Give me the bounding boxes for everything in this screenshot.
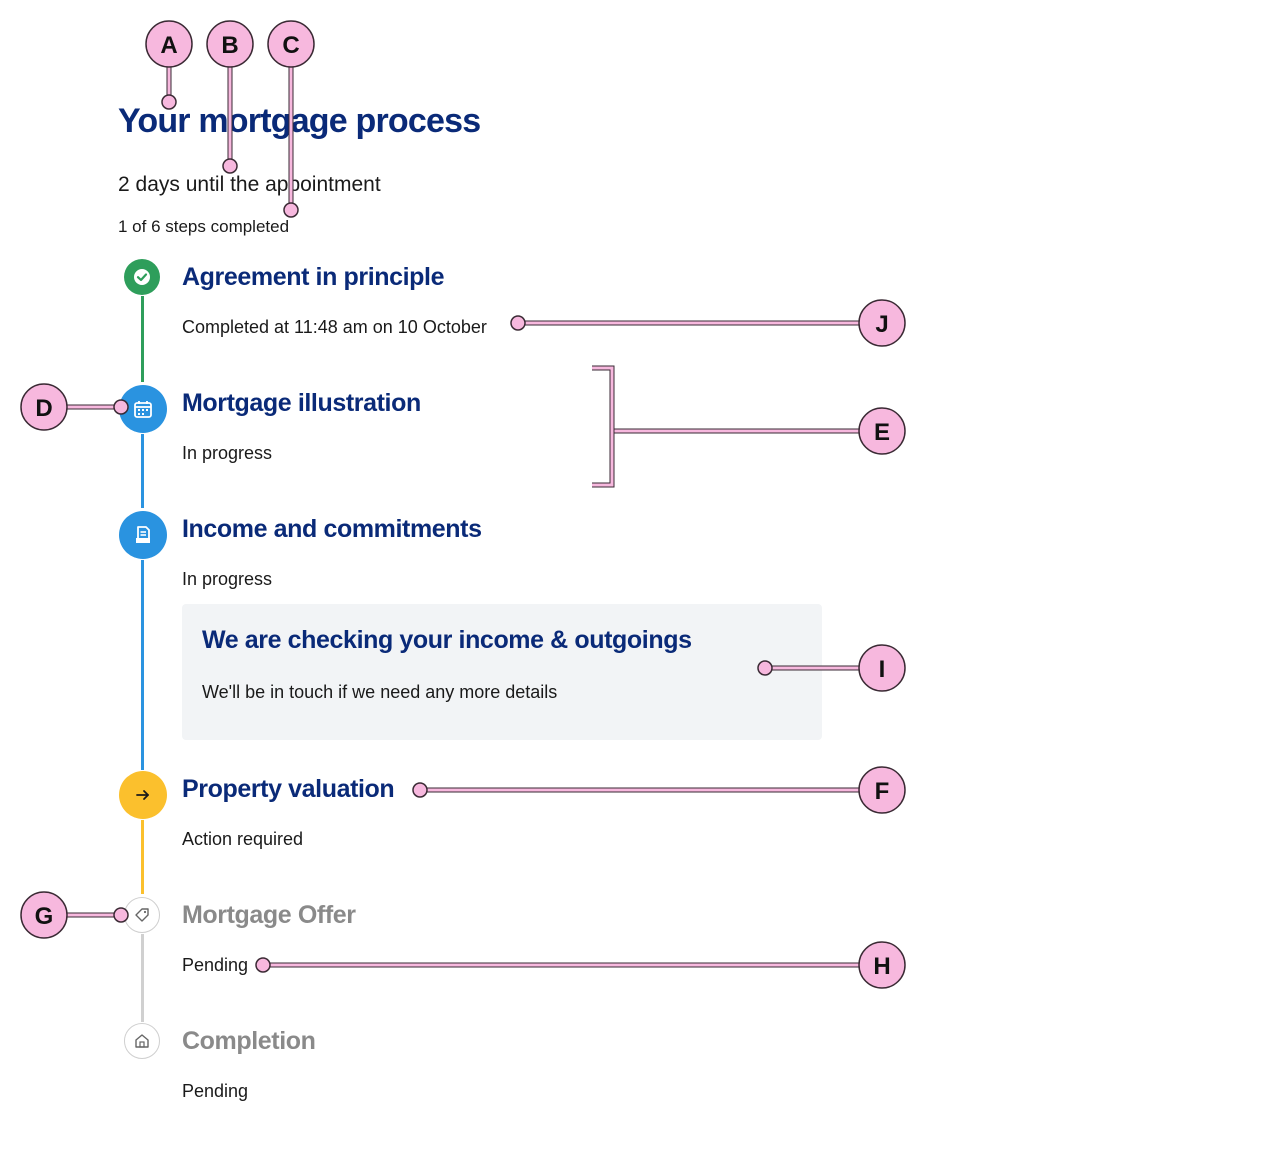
step-title-valuation[interactable]: Property valuation (182, 775, 395, 803)
timeline-line-completed (141, 296, 144, 382)
income-check-card: We are checking your income & outgoings … (182, 604, 822, 740)
callout-e: E (592, 365, 906, 488)
step-title-completion: Completion (182, 1027, 316, 1055)
step-status-agreement: Completed at 11:48 am on 10 October (182, 317, 487, 337)
step-status-offer: Pending (182, 955, 249, 975)
step-title-agreement[interactable]: Agreement in principle (182, 263, 445, 291)
step-status-illustration: In progress (182, 443, 273, 463)
info-card-title: We are checking your income & outgoings (202, 626, 692, 654)
step-status-valuation: Action required (182, 829, 304, 849)
callout-label: G (35, 903, 54, 930)
callout-label: E (874, 419, 890, 446)
timeline-line-illustration (141, 434, 144, 508)
callout-j: J (510, 299, 906, 347)
arrow-right-icon (119, 771, 167, 819)
callout-label: C (282, 32, 299, 59)
tag-icon (124, 897, 160, 933)
callout-label: H (873, 953, 890, 980)
callout-h: H (255, 941, 906, 989)
page-title: Your mortgage process (118, 102, 481, 140)
step-title-offer: Mortgage Offer (182, 901, 356, 929)
callout-b: B (206, 20, 254, 174)
callout-i: I (757, 644, 906, 692)
callout-c: C (267, 20, 315, 218)
callout-label: J (875, 311, 888, 338)
callout-label: D (35, 395, 52, 422)
callout-a: A (145, 20, 193, 110)
step-status-completion: Pending (182, 1081, 249, 1101)
timeline-line-offer (141, 934, 144, 1022)
timeline-line-valuation (141, 820, 144, 894)
callout-label: F (875, 778, 890, 805)
document-icon (119, 511, 167, 559)
steps-progress: 1 of 6 steps completed (118, 217, 290, 236)
timeline-line-income (141, 560, 144, 770)
step-title-illustration[interactable]: Mortgage illustration (182, 389, 421, 417)
callout-label: B (221, 32, 238, 59)
appointment-countdown: 2 days until the appointment (118, 173, 381, 196)
callout-f: F (412, 766, 906, 814)
callout-g: G (20, 891, 129, 939)
step-status-income: In progress (182, 569, 273, 589)
house-icon (124, 1023, 160, 1059)
check-icon (124, 259, 160, 295)
step-title-income[interactable]: Income and commitments (182, 515, 482, 543)
callout-label: I (879, 656, 886, 683)
callout-d: D (20, 383, 129, 431)
info-card-text: We'll be in touch if we need any more de… (202, 682, 558, 702)
callout-label: A (160, 32, 177, 59)
